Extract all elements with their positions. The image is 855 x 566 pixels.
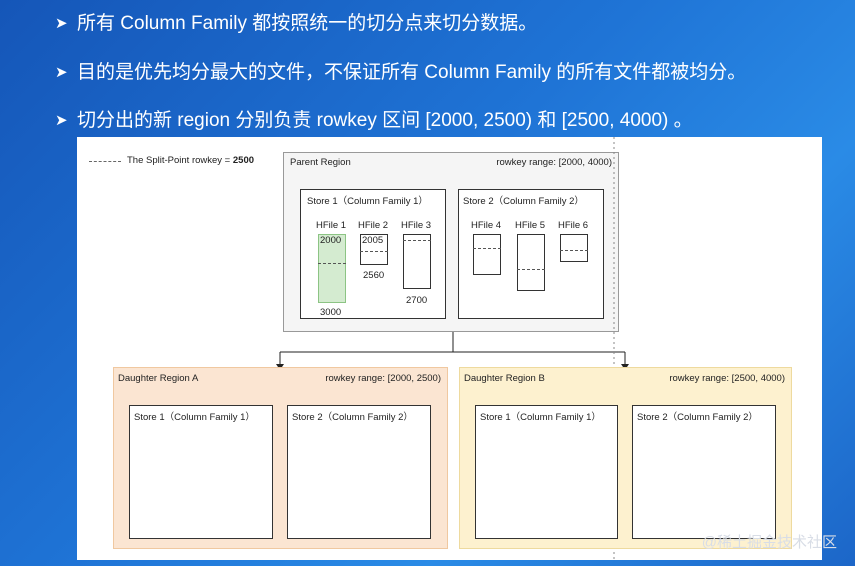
parent-region: Parent Region rowkey range: [2000, 4000)…	[283, 152, 619, 332]
split-mark-hfile-4	[473, 248, 501, 249]
daughter-a-title: Daughter Region A	[118, 373, 199, 384]
split-mark-hfile-5	[517, 269, 545, 270]
daughter-a-store-1-title: Store 1（Column Family 1）	[134, 412, 255, 423]
legend-value: 2500	[232, 155, 255, 166]
split-mark-hfile-6	[560, 250, 588, 251]
hfile-2-bottom: 2560	[363, 270, 385, 281]
daughter-b-store-2: Store 2（Column Family 2）	[632, 405, 776, 539]
hfile-1-label: HFile 1	[316, 220, 347, 231]
hfile-3-label: HFile 3	[401, 220, 432, 231]
bullet-text-1: 所有 Column Family 都按照统一的切分点来切分数据。	[77, 13, 538, 34]
hfile-2-label: HFile 2	[358, 220, 389, 231]
daughter-b-range: rowkey range: [2500, 4000)	[669, 373, 785, 384]
bullet-item-2: ➤ 目的是优先均分最大的文件，不保证所有 Column Family 的所有文件…	[55, 58, 746, 88]
hfile-2	[360, 234, 388, 265]
daughter-b-store-1-title: Store 1（Column Family 1）	[480, 412, 601, 423]
daughter-region-b: Daughter Region B rowkey range: [2500, 4…	[459, 367, 792, 549]
daughter-region-a: Daughter Region A rowkey range: [2000, 2…	[113, 367, 448, 549]
parent-store-1-title: Store 1（Column Family 1）	[307, 196, 428, 207]
hfile-5	[517, 234, 545, 291]
daughter-b-title: Daughter Region B	[464, 373, 545, 384]
parent-region-title: Parent Region	[290, 157, 351, 168]
watermark: @稀土掘金技术社区	[701, 534, 837, 551]
arrow-bullet-icon: ➤	[55, 112, 68, 129]
legend-dashed-line	[89, 161, 121, 162]
arrow-bullet-icon: ➤	[55, 64, 68, 81]
arrow-bullet-icon: ➤	[55, 15, 68, 32]
bullet-text-3: 切分出的新 region 分别负责 rowkey 区间 [2000, 2500)…	[77, 110, 693, 131]
hfile-6-label: HFile 6	[558, 220, 589, 231]
hfile-4	[473, 234, 501, 275]
legend-prefix: The Split-Point rowkey =	[127, 155, 233, 166]
daughter-a-store-2-title: Store 2（Column Family 2）	[292, 412, 413, 423]
hfile-1-bottom: 3000	[320, 307, 342, 318]
parent-store-2-title: Store 2（Column Family 2）	[463, 196, 584, 207]
diagram-canvas: The Split-Point rowkey = 2500 Parent Reg…	[77, 137, 822, 560]
split-mark-hfile-2	[360, 251, 388, 252]
daughter-a-store-1: Store 1（Column Family 1）	[129, 405, 273, 539]
hfile-4-label: HFile 4	[471, 220, 502, 231]
hfile-1	[318, 234, 346, 303]
daughter-b-store-1: Store 1（Column Family 1）	[475, 405, 618, 539]
daughter-a-store-2: Store 2（Column Family 2）	[287, 405, 431, 539]
legend: The Split-Point rowkey = 2500	[127, 155, 254, 166]
daughter-b-store-2-title: Store 2（Column Family 2）	[637, 412, 758, 423]
hfile-6	[560, 234, 588, 262]
hfile-5-label: HFile 5	[515, 220, 546, 231]
parent-store-2: Store 2（Column Family 2） HFile 4 HFile 5…	[458, 189, 604, 319]
bullet-item-1: ➤ 所有 Column Family 都按照统一的切分点来切分数据。	[55, 9, 537, 39]
hfile-2-top: 2005	[362, 235, 384, 246]
split-mark-hfile-1	[318, 263, 346, 264]
bullet-item-3: ➤ 切分出的新 region 分别负责 rowkey 区间 [2000, 250…	[55, 106, 693, 136]
hfile-3	[403, 234, 431, 289]
parent-store-1: Store 1（Column Family 1） HFile 1 2000 30…	[300, 189, 446, 319]
bullet-text-2: 目的是优先均分最大的文件，不保证所有 Column Family 的所有文件都被…	[77, 62, 747, 83]
daughter-a-range: rowkey range: [2000, 2500)	[325, 373, 441, 384]
parent-region-range: rowkey range: [2000, 4000)	[496, 157, 612, 168]
hfile-1-top: 2000	[320, 235, 342, 246]
hfile-3-bottom: 2700	[406, 295, 428, 306]
split-mark-hfile-3	[403, 240, 431, 241]
